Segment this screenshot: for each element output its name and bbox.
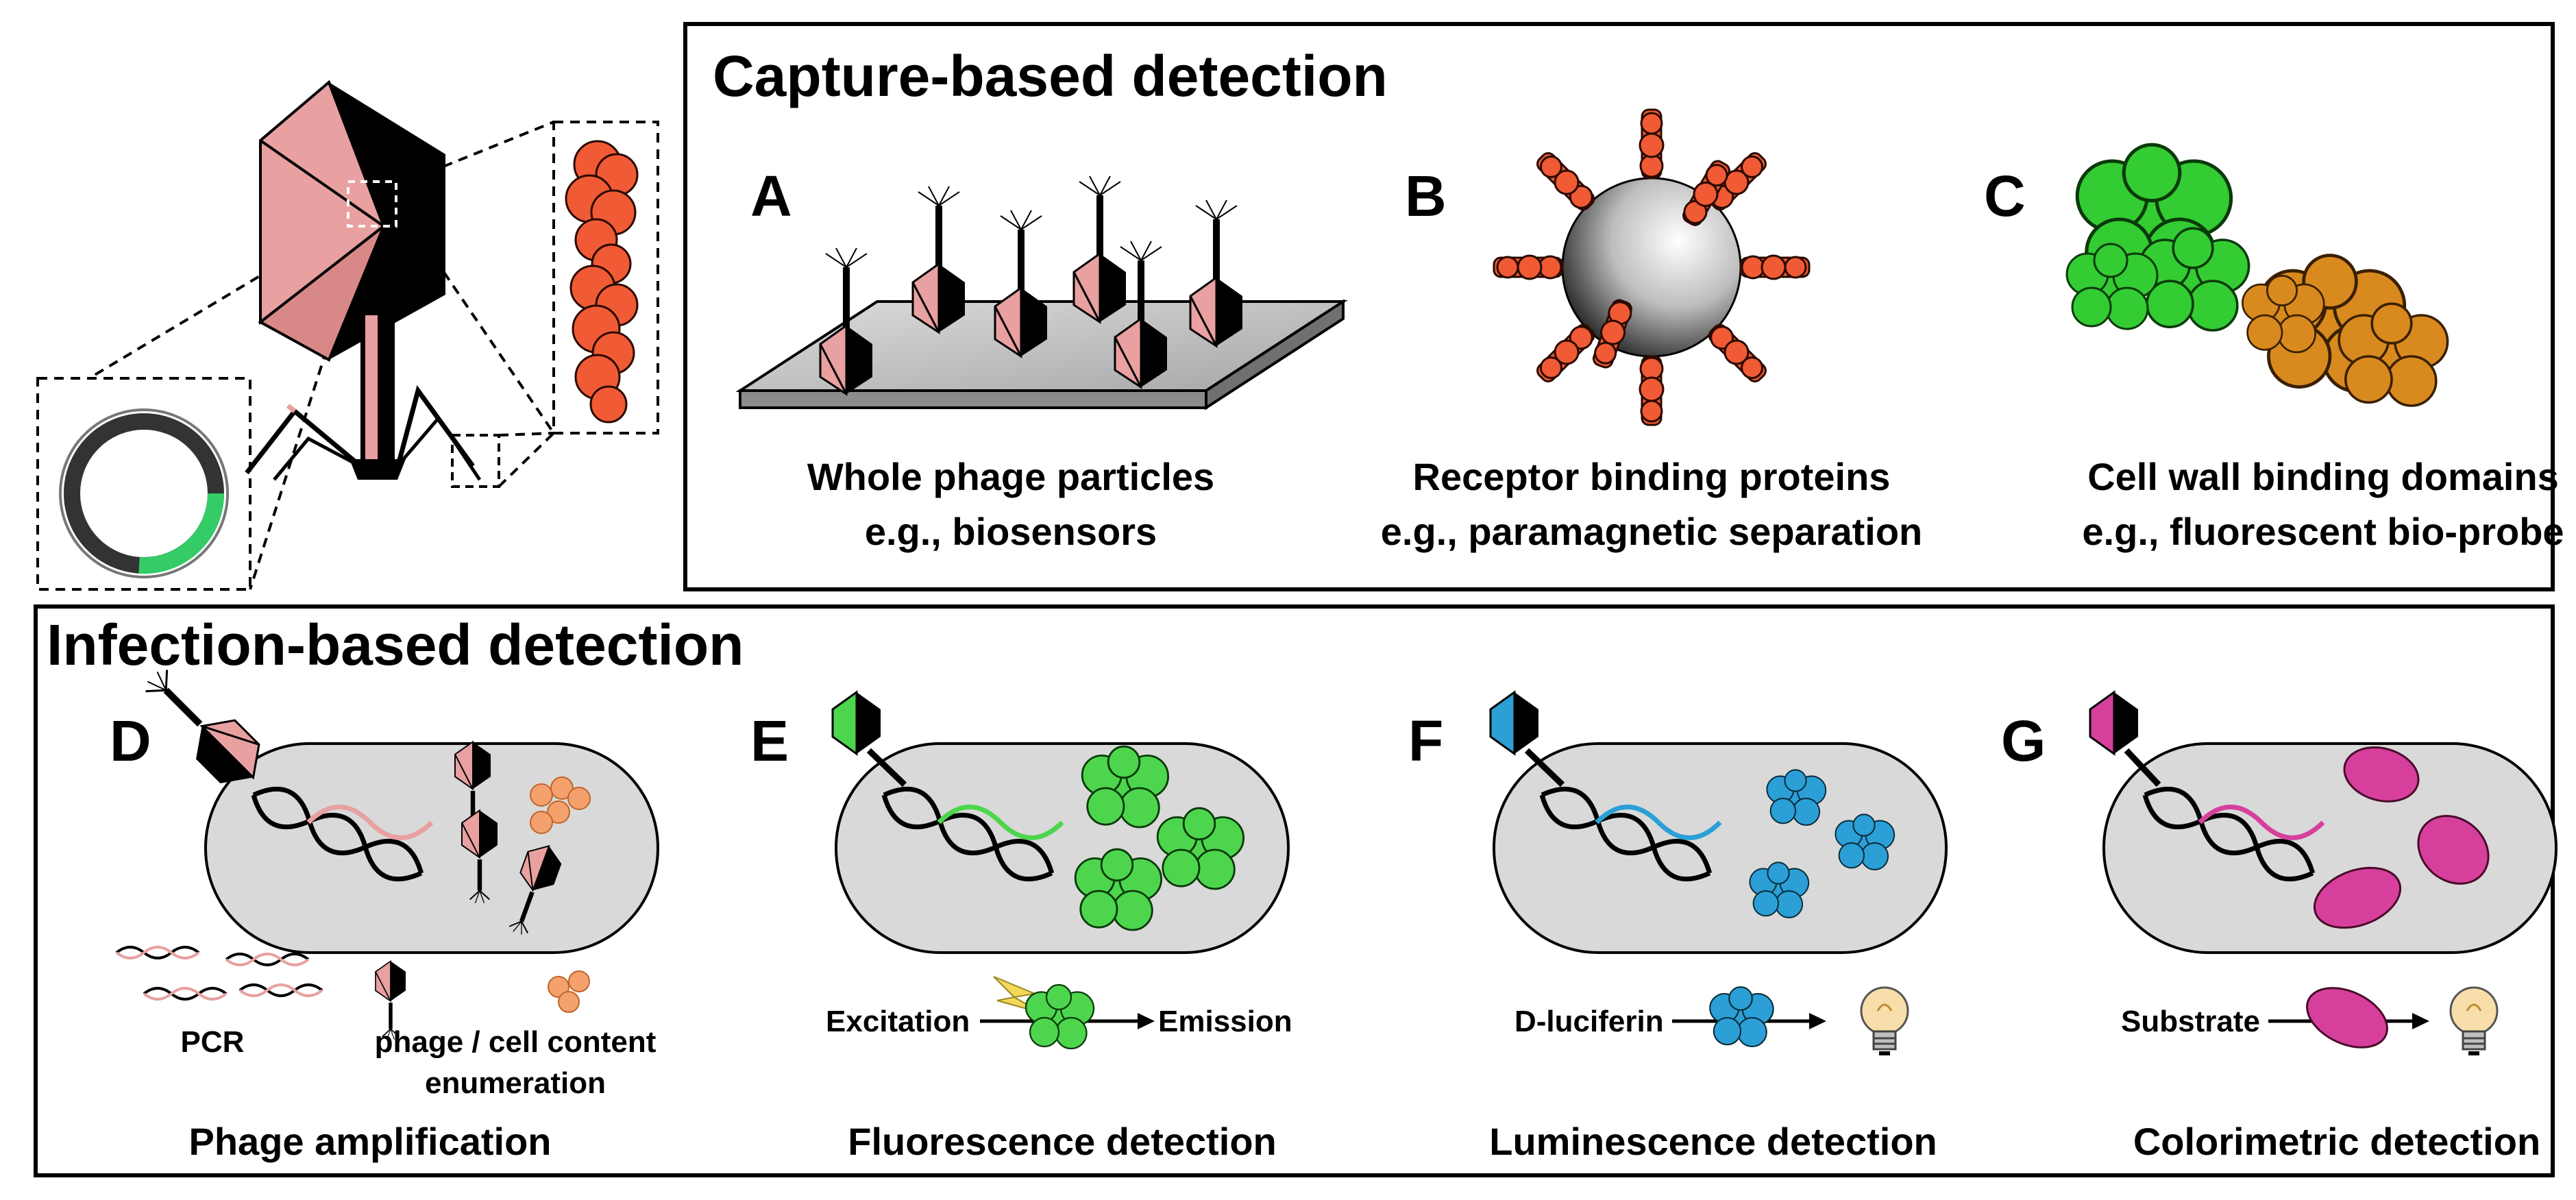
phage-overview-illustration <box>36 79 659 591</box>
emission-label: Emission <box>1158 1005 1292 1038</box>
luminescence-illustration <box>1489 690 1948 1053</box>
enumeration-label-line1: phage / cell content <box>375 1025 657 1059</box>
biosensor-plate-illustration <box>735 176 1348 411</box>
panel-letter-c: C <box>1984 164 2026 228</box>
colorimetric-illustration <box>2089 690 2557 1060</box>
pcr-label: PCR <box>181 1025 245 1059</box>
fluorescence-illustration <box>831 690 1290 1050</box>
infection-heading: Infection-based detection <box>47 613 744 677</box>
panel-c-caption-line1: Cell wall binding domains <box>2087 455 2559 498</box>
panel-a-caption-line2: e.g., biosensors <box>865 510 1157 553</box>
capture-heading: Capture-based detection <box>713 44 1388 108</box>
panel-g-title: Colorimetric detection <box>2133 1120 2540 1163</box>
enumeration-label-line2: enumeration <box>425 1066 606 1100</box>
rbp-inset-box <box>552 121 659 434</box>
panel-b-caption-line1: Receptor binding proteins <box>1413 455 1891 498</box>
panel-e-title: Fluorescence detection <box>848 1120 1277 1163</box>
infection-panel-border <box>34 604 2555 1177</box>
reporter-gene-segment <box>138 493 225 574</box>
panel-b-caption-line2: e.g., paramagnetic separation <box>1381 510 1922 553</box>
d-luciferin-label: D-luciferin <box>1514 1005 1664 1038</box>
panel-a-caption-line1: Whole phage particles <box>807 455 1214 498</box>
panel-letter-b: B <box>1405 164 1447 228</box>
panel-letter-e: E <box>750 709 789 773</box>
panel-letter-g: G <box>2001 709 2046 773</box>
substrate-label: Substrate <box>2121 1005 2260 1038</box>
panel-letter-a: A <box>750 164 792 228</box>
panel-letter-d: D <box>110 709 151 773</box>
large-phage <box>245 79 482 481</box>
panel-c-caption-line2: e.g., fluorescent bio-probe <box>2082 510 2564 553</box>
genome-inset-box <box>36 377 252 591</box>
panel-d-title: Phage amplification <box>189 1120 552 1163</box>
excitation-label: Excitation <box>826 1005 970 1038</box>
rbp-structure <box>565 140 639 424</box>
panel-letter-f: F <box>1408 709 1443 773</box>
panel-f-title: Luminescence detection <box>1489 1120 1937 1163</box>
capture-panel-border <box>683 22 2555 591</box>
phage-amplification-illustration <box>115 657 659 1040</box>
paramagnetic-bead-illustration <box>1493 108 1811 426</box>
cell-wall-binding-domain-illustration <box>2065 145 2449 407</box>
